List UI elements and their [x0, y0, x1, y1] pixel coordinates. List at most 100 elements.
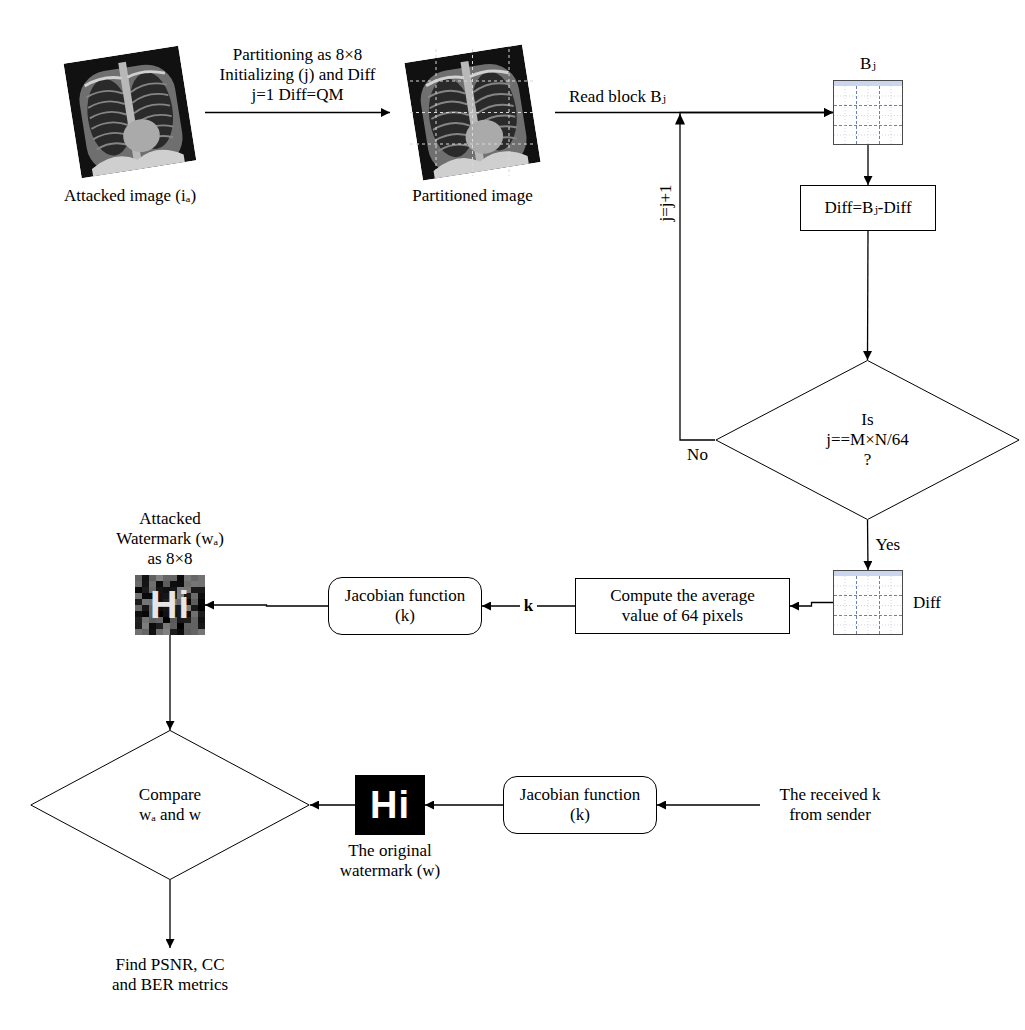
caption: The original watermark (w) [335, 841, 445, 881]
noise-cell [149, 575, 156, 581]
image-node: Partitioned image [390, 45, 555, 180]
noise-cell [142, 575, 149, 581]
noise-cell [191, 623, 198, 629]
node-text: Jacobian function (k) [340, 586, 470, 626]
function-box: Jacobian function (k) [503, 776, 657, 834]
noise-cell [142, 587, 149, 593]
flow-arrow [310, 804, 355, 805]
noise-cell [135, 623, 142, 629]
caption: Partitioned image [378, 186, 568, 206]
noise-cell [142, 581, 149, 587]
noise-cell [191, 581, 198, 587]
edge-label: Read block Bⱼ [569, 87, 666, 107]
edge-label: Yes [876, 535, 901, 555]
caption: Attacked image (iₐ) [35, 186, 225, 206]
noise-cell [135, 587, 142, 593]
noise-cell [198, 581, 205, 587]
result-text: Find PSNR, CC and BER metrics [93, 948, 247, 1002]
partition-grid [410, 49, 535, 176]
noise-cell [184, 575, 191, 581]
noise-cell [198, 629, 205, 635]
noise-cell [142, 599, 149, 605]
decision-diamond: Is j==M×N/64 ? [715, 360, 1020, 520]
noise-cell [191, 611, 198, 617]
xray-image [390, 45, 555, 180]
flow-arrow [790, 603, 833, 607]
noise-cell [198, 593, 205, 599]
watermark-node: The original watermark (w)Hi [355, 775, 425, 835]
node-text: Compute the average value of 64 pixels [598, 586, 768, 626]
process-box: Compute the average value of 64 pixels [575, 578, 790, 634]
decision-diamond: Compare wₐ and w [30, 730, 310, 880]
noise-cell [184, 629, 191, 635]
noise-cell [177, 629, 184, 635]
noise-cell [135, 617, 142, 623]
noise-cell [177, 575, 184, 581]
noise-cell [156, 629, 163, 635]
noise-cell [191, 617, 198, 623]
noise-cell [142, 611, 149, 617]
noise-cell [170, 575, 177, 581]
block-grid [833, 570, 903, 635]
node-text: Diff=Bⱼ-Diff [824, 198, 911, 218]
edge-label: No [687, 445, 708, 465]
flow-arrow [867, 231, 869, 360]
noise-cell [149, 629, 156, 635]
watermark-node: Attacked Watermark (wₐ) as 8×8Hi [135, 575, 205, 635]
node-text: Compare wₐ and w [130, 785, 210, 825]
noise-cell [142, 605, 149, 611]
block-node: Bⱼ [833, 80, 903, 145]
flow-arrow [867, 520, 869, 570]
noise-cell [142, 617, 149, 623]
diamond-shape [716, 360, 1019, 519]
noise-cell [163, 629, 170, 635]
flow-arrow [867, 145, 868, 185]
flow-arrow [205, 112, 390, 113]
node-text: Is j==M×N/64 ? [822, 410, 914, 470]
flow-arrow [657, 804, 760, 805]
noise-cell [170, 629, 177, 635]
noise-cell [191, 605, 198, 611]
junction-arrowhead [675, 114, 685, 125]
diamond-shape [31, 730, 309, 879]
image-node: Attacked image (iₐ) [55, 45, 205, 180]
noise-cell [191, 575, 198, 581]
noise-cell [198, 617, 205, 623]
node-text: The received k from sender [772, 785, 888, 825]
node-text: Find PSNR, CC and BER metrics [105, 955, 235, 995]
noise-cell [135, 605, 142, 611]
noise-cell [135, 575, 142, 581]
watermark-letters: Hi [135, 575, 205, 635]
node-text: Jacobian function (k) [515, 785, 645, 825]
noise-cell [198, 611, 205, 617]
source-text: The received k from sender [760, 778, 900, 832]
block-grid [833, 80, 903, 145]
noise-cell [198, 605, 205, 611]
noise-cell [198, 599, 205, 605]
noise-cell [191, 593, 198, 599]
noise-cell [142, 629, 149, 635]
noise-cell [198, 575, 205, 581]
edge-label: Partitioning as 8×8 Initializing (j) and… [208, 45, 388, 105]
noise-cell [191, 599, 198, 605]
noise-cell [135, 581, 142, 587]
noise-cell [135, 629, 142, 635]
caption: Bⱼ [838, 54, 898, 74]
watermark-letters: Hi [355, 775, 425, 835]
caption: Attacked Watermark (wₐ) as 8×8 [111, 509, 229, 569]
noise-cell [198, 623, 205, 629]
noise-cell [142, 593, 149, 599]
flow-arrow [169, 880, 170, 948]
noise-cell [135, 593, 142, 599]
flow-arrow [169, 635, 170, 730]
xray-image [55, 45, 205, 180]
flow-arrow [425, 804, 503, 805]
caption: Diff [913, 593, 963, 613]
noise-cell [142, 623, 149, 629]
noise-cell [191, 629, 198, 635]
noise-cell [156, 575, 163, 581]
process-box: Diff=Bⱼ-Diff [800, 185, 936, 231]
flow-arrow [205, 605, 328, 606]
block-node: Diff [833, 570, 903, 635]
